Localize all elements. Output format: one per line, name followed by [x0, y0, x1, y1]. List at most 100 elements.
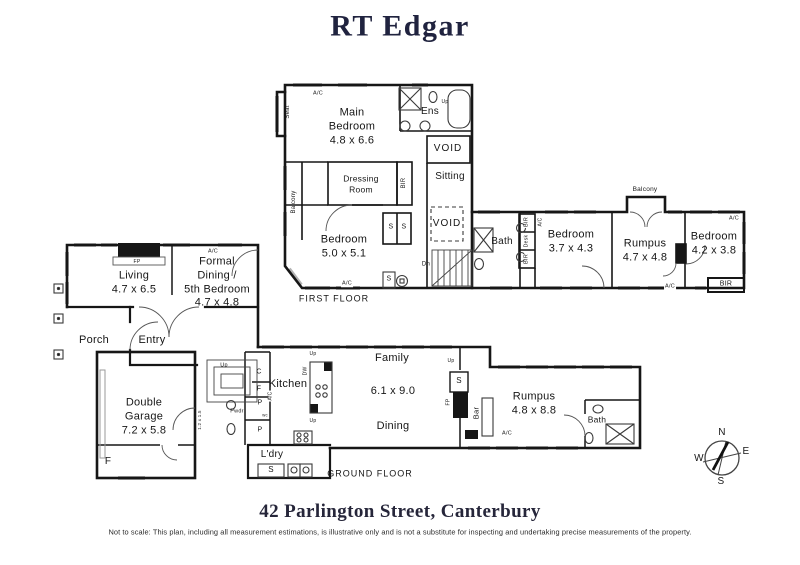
room-label-kitchen: Kitchen: [268, 378, 308, 391]
label-s-laundry: S: [268, 465, 274, 474]
fireplace-hearth: [112, 256, 166, 266]
label-ac-3: A/C: [341, 280, 353, 287]
powder-basin: [225, 399, 237, 411]
bath1-toilet: [473, 257, 485, 271]
room-label-bath-ground: Bath: [587, 414, 607, 425]
label-p-hall-2: P: [257, 426, 263, 434]
room-label-laundry: L'dry: [260, 448, 284, 460]
room-label-void-upper: VOID: [433, 142, 463, 154]
window-marks: [65, 83, 746, 480]
compass-east: E: [742, 445, 750, 457]
label-f-hall: F: [256, 385, 262, 393]
fireplace-family: [453, 392, 468, 418]
ens-basin: [419, 120, 431, 132]
label-store-dim: 1.2 x 1.5: [196, 410, 202, 430]
room-label-void-lower: VOID: [432, 217, 462, 229]
void-dashed: [430, 206, 464, 242]
label-ac-6: A/C: [664, 283, 676, 290]
label-up-kitchen-1: Up: [309, 350, 317, 357]
label-bar: Bar: [471, 406, 481, 420]
room-label-dressing-room: Dressing Room: [343, 173, 379, 194]
first-floor-title: FIRST FLOOR: [298, 293, 370, 304]
room-label-family-dim: 6.1 x 9.0: [370, 385, 416, 398]
room-label-entry: Entry: [138, 334, 166, 347]
store-box: [382, 271, 396, 289]
powder-toilet: [226, 422, 236, 436]
label-pwdr: Pwdr: [230, 408, 244, 415]
label-fp-living: FP: [133, 258, 141, 265]
room-label-family: Family: [375, 352, 409, 365]
porch-post: [53, 283, 64, 294]
label-f-garage: F: [104, 455, 112, 467]
kitchen-island: [309, 361, 333, 414]
ground-floor-walls: [65, 243, 642, 480]
label-desk: Desk: [523, 233, 530, 249]
label-bir-strip-2: BIR: [523, 253, 530, 265]
compass-south: S: [717, 475, 725, 487]
label-up-family: Up: [447, 357, 455, 364]
room-label-balcony-right: Balcony: [632, 185, 658, 193]
stairs-first-floor: [431, 249, 473, 287]
compass-north: N: [718, 426, 726, 438]
label-bir-bedroom4: BIR: [719, 280, 733, 288]
room-label-rumpus-ground: Rumpus 4.8 x 8.8: [511, 390, 557, 416]
label-s-box: S: [386, 275, 392, 283]
compass-icon: [702, 440, 742, 476]
laundry-tub: [287, 463, 301, 478]
room-label-bath-first: Bath: [491, 235, 513, 247]
room-label-bedroom-3: Bedroom 3.7 x 4.3: [547, 228, 595, 254]
label-s-closet-2: S: [401, 223, 407, 231]
first-floor-fixtures: [382, 87, 527, 289]
room-label-living: Living 4.7 x 6.5: [111, 269, 157, 295]
room-label-rumpus-first: Rumpus 4.7 x 4.8: [622, 237, 668, 263]
bath1-shower: [473, 227, 494, 253]
label-seat: Seat: [285, 105, 291, 119]
property-address: 42 Parlington Street, Canterbury: [259, 501, 541, 523]
label-up-stairs: Up: [220, 362, 228, 369]
label-up-ens: Up: [441, 98, 449, 105]
bar-counter: [481, 397, 494, 437]
compass-west: W: [694, 452, 704, 464]
room-label-bedroom-2: Bedroom 5.0 x 5.1: [320, 233, 368, 259]
porch-post: [53, 349, 64, 360]
storage-box-family: [449, 371, 469, 393]
label-ac-2: A/C: [207, 248, 219, 255]
round-fixture: [395, 274, 409, 288]
label-ac-8: A/C: [267, 390, 274, 402]
label-dw: DW: [302, 365, 309, 377]
label-ac-7: A/C: [501, 430, 513, 437]
room-label-double-garage: Double Garage 7.2 x 5.8: [121, 396, 167, 436]
bath1-basin: [515, 222, 527, 234]
room-label-porch: Porch: [79, 334, 109, 347]
ens-basin: [399, 120, 411, 132]
label-ac-5: A/C: [728, 215, 740, 222]
room-label-sitting: Sitting: [435, 170, 465, 182]
room-label-dining: Dining: [376, 420, 410, 433]
label-bir-strip-1: BIR: [523, 216, 530, 228]
bath2-shower: [605, 423, 635, 445]
laundry-store: [257, 463, 285, 478]
ens-toilet: [428, 90, 438, 104]
room-label-bedroom-4: Bedroom 4.2 x 3.8: [690, 230, 738, 256]
room-label-main-bedroom: Main Bedroom 4.8 x 6.6: [328, 106, 376, 146]
label-ac-4: A/C: [537, 216, 544, 228]
label-dn: Dn: [421, 261, 431, 268]
solid-features: [118, 243, 478, 439]
label-s-closet-1: S: [388, 223, 394, 231]
door-arcs: [129, 204, 706, 461]
label-s-family: S: [456, 376, 462, 385]
fireplace-living: [118, 243, 160, 257]
laundry-tub: [299, 463, 313, 478]
ens-shower: [398, 87, 422, 111]
label-wc: wc: [262, 412, 268, 418]
bath2-basin: [592, 404, 604, 414]
label-p-hall-1: P: [257, 399, 263, 407]
label-up-kitchen-2: Up: [309, 417, 317, 424]
label-ac-1: A/C: [312, 90, 324, 97]
label-c-cupboard: C: [256, 368, 262, 376]
cooktop: [293, 430, 313, 445]
label-bir-dressing: BIR: [401, 176, 407, 190]
label-fp-family: FP: [445, 398, 452, 406]
